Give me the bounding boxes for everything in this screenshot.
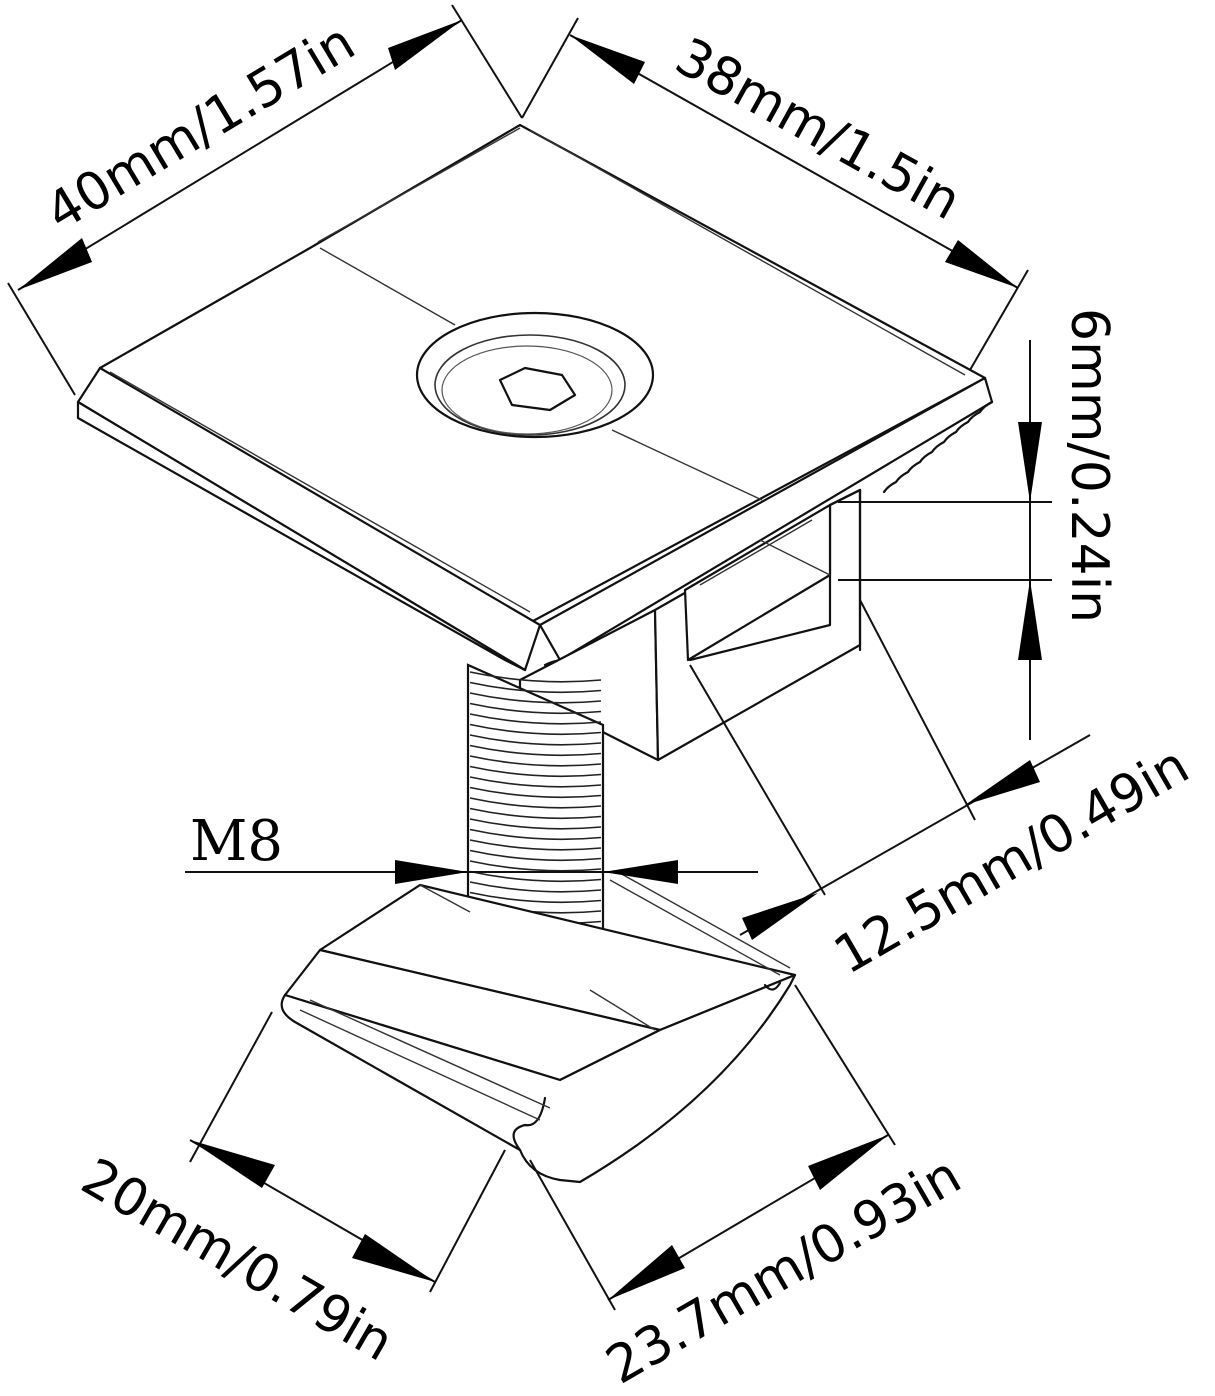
arrow-icon: [388, 20, 462, 70]
dimension-thread: M8: [185, 809, 758, 884]
dimension-label-thread: M8: [190, 809, 283, 874]
dimension-gap-height: 6mm/0.24in: [838, 308, 1119, 740]
arrow-icon: [395, 860, 468, 884]
arrow-icon: [1018, 422, 1042, 502]
arrow-icon: [570, 35, 645, 84]
bolt-head: [415, 311, 655, 439]
arrow-icon: [1018, 580, 1042, 660]
dimension-label-top-width: 40mm/1.57in: [36, 12, 365, 243]
arrow-icon: [352, 1234, 435, 1282]
arrow-icon: [965, 760, 1040, 805]
arrow-icon: [808, 1135, 888, 1190]
arrow-icon: [603, 860, 678, 884]
dimension-label-nut-width: 20mm/0.79in: [72, 1147, 404, 1373]
arrow-icon: [945, 240, 1018, 288]
serrated-edge-right: [882, 400, 994, 494]
arrow-icon: [18, 238, 92, 290]
dimension-label-gap-height: 6mm/0.24in: [1059, 308, 1119, 623]
hex-socket-icon: [498, 366, 577, 412]
dimension-label-top-length: 38mm/1.5in: [666, 27, 971, 232]
t-nut: [280, 871, 797, 1184]
arrow-icon: [190, 1140, 275, 1188]
arrow-icon: [608, 1245, 685, 1300]
arrow-icon: [742, 893, 818, 940]
